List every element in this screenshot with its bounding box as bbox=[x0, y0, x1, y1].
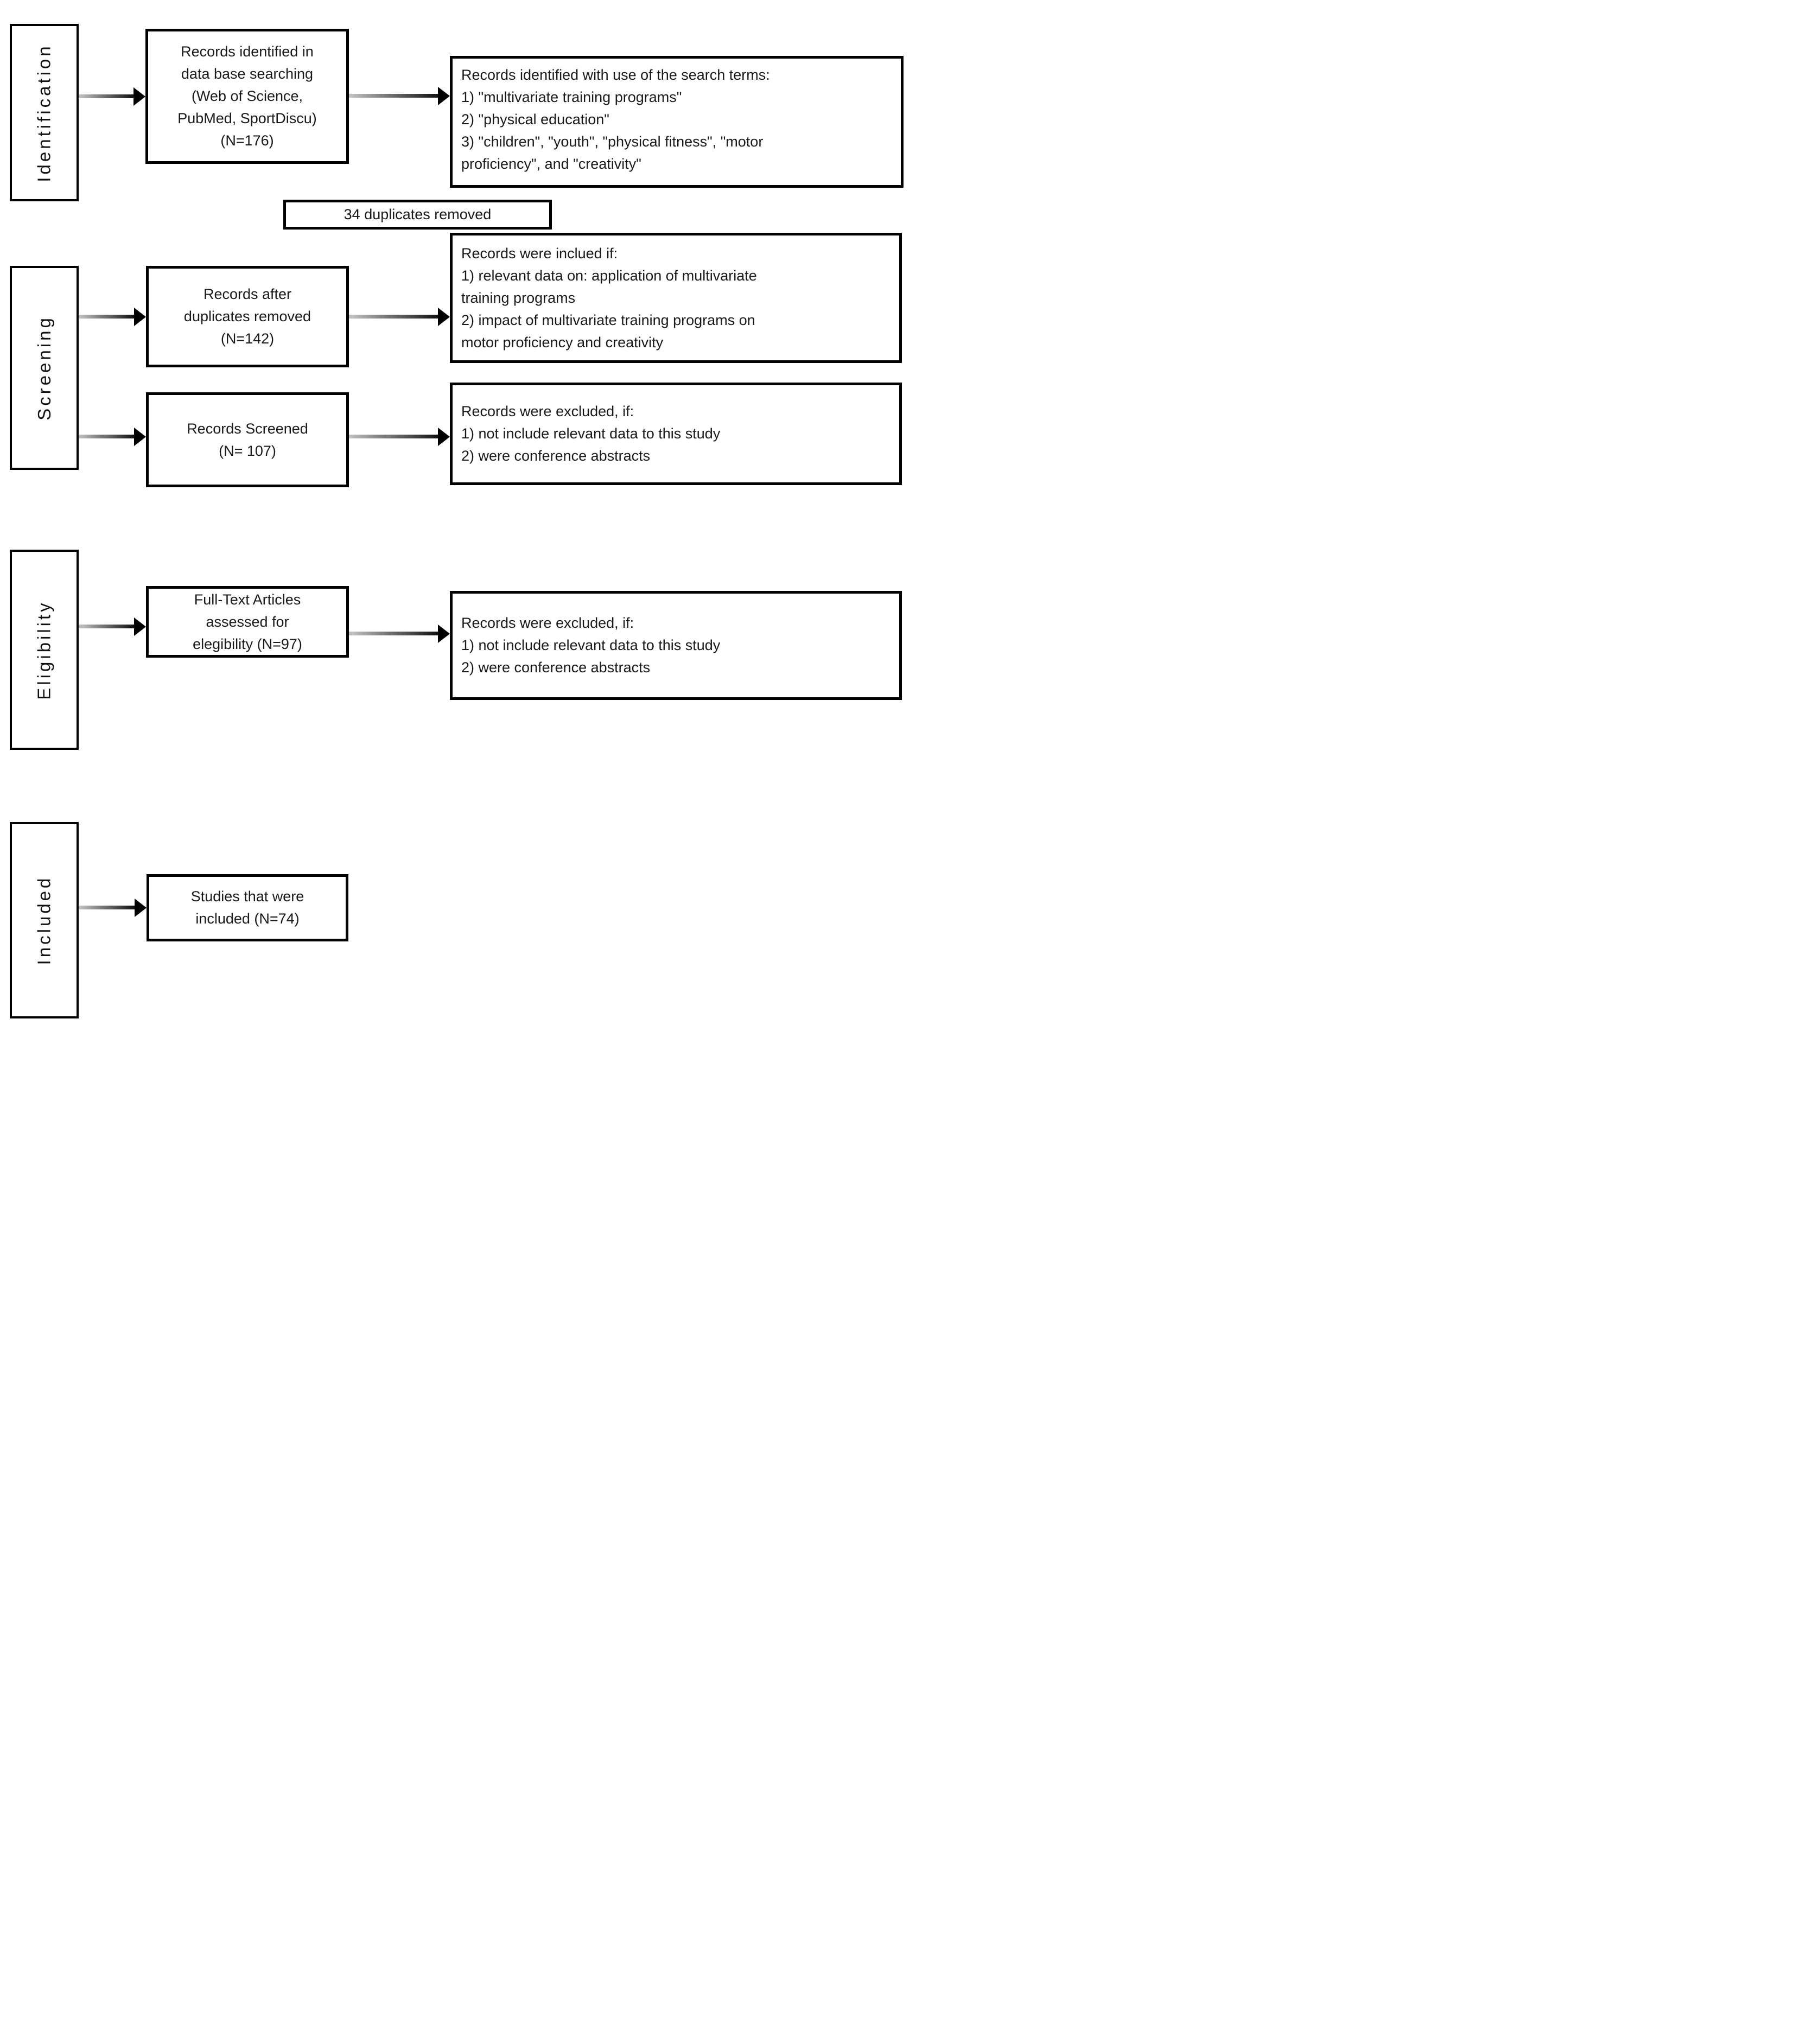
stage-identification-label: Identification bbox=[34, 43, 54, 182]
arrow-identified-to-search-terms bbox=[349, 94, 438, 98]
stage-eligibility-label: Eligibility bbox=[34, 600, 54, 700]
arrow-included-to-studies bbox=[79, 906, 135, 909]
stage-screening-label: Screening bbox=[34, 315, 54, 421]
box-records-screened: Records Screened (N= 107) bbox=[146, 392, 349, 487]
box-records-identified: Records identified in data base searchin… bbox=[145, 29, 349, 164]
stage-included: Included bbox=[10, 822, 79, 1018]
box-inclusion-criteria: Records were inclued if: 1) relevant dat… bbox=[450, 233, 902, 363]
box-search-terms: Records identified with use of the searc… bbox=[450, 56, 904, 188]
stage-included-label: Included bbox=[34, 875, 54, 965]
box-exclusion-criteria-screening: Records were excluded, if: 1) not includ… bbox=[450, 383, 902, 485]
arrow-screened-to-exclusion bbox=[349, 435, 438, 438]
arrow-screening-to-screened bbox=[79, 435, 134, 438]
arrow-eligibility-to-fulltext bbox=[79, 625, 134, 628]
box-exclusion-criteria-eligibility: Records were excluded, if: 1) not includ… bbox=[450, 591, 902, 700]
prisma-flow-diagram: Identification Screening Eligibility Inc… bbox=[0, 0, 907, 1022]
box-duplicates-removed: 34 duplicates removed bbox=[283, 200, 552, 230]
arrow-fulltext-to-exclusion bbox=[349, 632, 438, 635]
stage-eligibility: Eligibility bbox=[10, 550, 79, 750]
arrow-identification-to-identified bbox=[79, 94, 133, 98]
box-records-after-duplicates: Records after duplicates removed (N=142) bbox=[146, 266, 349, 367]
arrow-after-duplicates-to-inclusion bbox=[349, 315, 438, 319]
arrow-screening-to-after-duplicates bbox=[79, 315, 134, 319]
box-fulltext-assessed: Full-Text Articles assessed for elegibil… bbox=[146, 586, 349, 658]
stage-screening: Screening bbox=[10, 266, 79, 470]
box-studies-included: Studies that were included (N=74) bbox=[147, 874, 348, 941]
stage-identification: Identification bbox=[10, 24, 79, 201]
